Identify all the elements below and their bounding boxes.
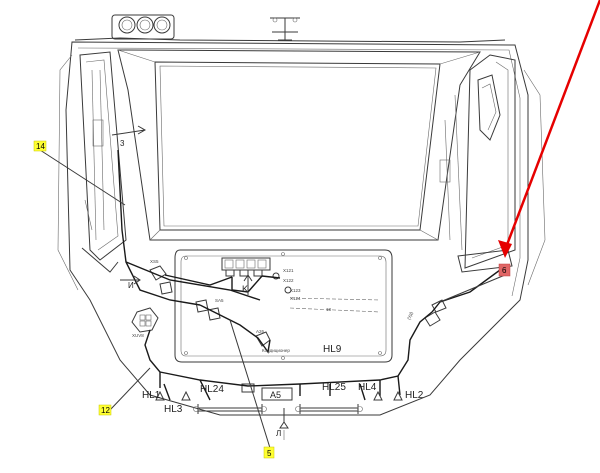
wiring-harness bbox=[117, 149, 501, 401]
callout-5: 5 bbox=[263, 446, 275, 459]
callout-5-text: 5 bbox=[267, 449, 272, 458]
section-arrows bbox=[111, 125, 253, 295]
callout-12: 12 bbox=[98, 404, 112, 416]
xuv8-module bbox=[131, 307, 159, 333]
red-pointer-arrow bbox=[498, 0, 600, 258]
label-x121: X121 bbox=[283, 268, 294, 273]
bottom-lamps bbox=[155, 387, 403, 440]
label-tm: 18 bbox=[326, 307, 332, 312]
label-x122: X122 bbox=[283, 278, 294, 283]
component-labels: HL1 HL3 HL24 HL25 HL4 HL2 HL9 A5 K И 3 Л… bbox=[120, 139, 424, 438]
label-hl9: HL9 bbox=[323, 344, 342, 355]
label-a26: A26 bbox=[256, 329, 265, 334]
label-yd: (Уд) bbox=[406, 311, 414, 321]
callout-14: 14 bbox=[33, 140, 47, 152]
label-k: K bbox=[242, 284, 248, 294]
label-hl4: HL4 bbox=[358, 382, 377, 393]
windscreen bbox=[117, 49, 481, 241]
label-l: Л bbox=[276, 429, 281, 438]
label-kond: Кондиционер bbox=[262, 348, 290, 353]
leader-lines bbox=[39, 149, 506, 449]
label-x124: X124 bbox=[290, 296, 301, 301]
callout-6-text: 6 bbox=[502, 266, 507, 275]
label-hl2: HL2 bbox=[405, 390, 424, 401]
label-x123: X123 bbox=[290, 288, 301, 293]
roof-unit bbox=[111, 14, 300, 41]
label-hl3: HL3 bbox=[164, 404, 183, 415]
label-sa5: SA5 bbox=[215, 298, 224, 303]
label-a5: A5 bbox=[270, 390, 281, 400]
label-hl24: HL24 bbox=[200, 384, 224, 395]
label-hl1: HL1 bbox=[142, 390, 161, 401]
dashboard-panel bbox=[174, 249, 393, 363]
callout-12-text: 12 bbox=[101, 406, 110, 415]
label-xuv8: XUV8 bbox=[132, 333, 144, 338]
connectors bbox=[149, 265, 447, 393]
callout-6: 6 bbox=[498, 263, 511, 277]
label-xs5: XS5 bbox=[150, 259, 159, 264]
left-pillar bbox=[79, 51, 127, 273]
label-three: 3 bbox=[120, 139, 125, 148]
relay-block bbox=[221, 257, 271, 277]
callout-14-text: 14 bbox=[36, 142, 45, 151]
right-pillar bbox=[439, 54, 516, 273]
label-hl25: HL25 bbox=[322, 382, 346, 393]
cab-outline bbox=[57, 37, 546, 416]
label-i: И bbox=[128, 281, 134, 290]
